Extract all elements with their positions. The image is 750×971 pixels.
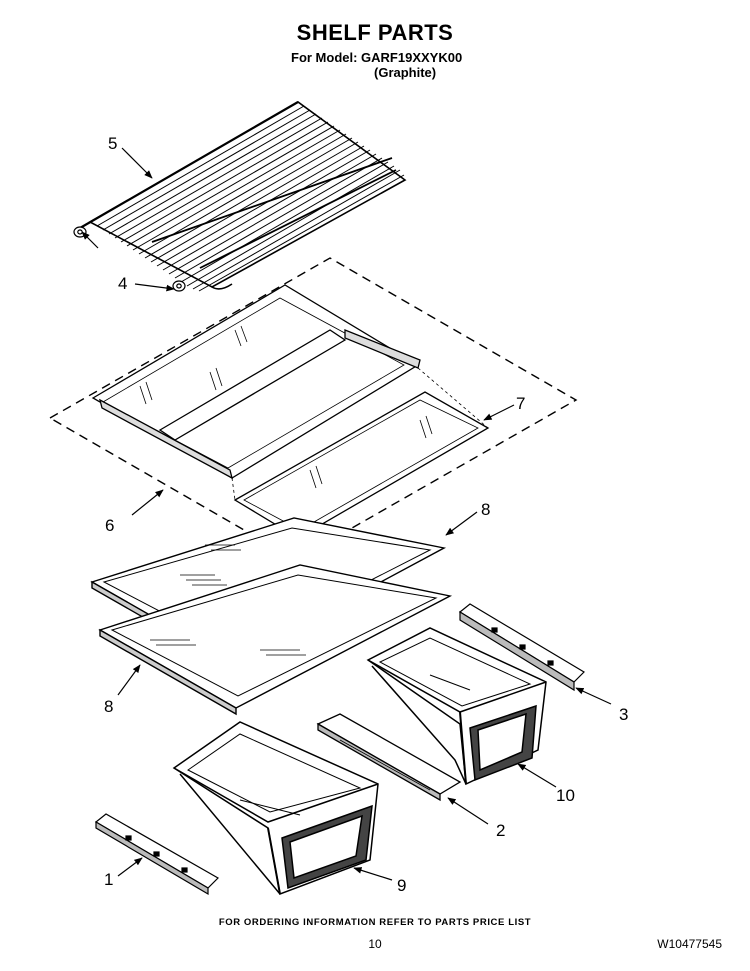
wire-shelf-part-5 xyxy=(79,101,407,292)
glass-shelf-lower-part-8 xyxy=(98,564,453,716)
callout-1: 1 xyxy=(104,870,113,889)
page-number: 10 xyxy=(368,937,382,951)
callout-8-upper: 8 xyxy=(481,500,490,519)
callout-6: 6 xyxy=(105,516,114,535)
callout-10: 10 xyxy=(556,786,575,805)
document-number: W10477545 xyxy=(657,937,722,951)
crisper-bin-right-part-10 xyxy=(366,627,547,786)
assembly-boundary xyxy=(48,257,578,561)
crisper-cover-part-2 xyxy=(316,713,462,802)
crisper-bin-left-part-9 xyxy=(172,721,379,896)
leader-arrows xyxy=(81,147,612,881)
variant-line: (Graphite) xyxy=(374,65,437,80)
callout-9: 9 xyxy=(397,876,406,895)
ordering-note: FOR ORDERING INFORMATION REFER TO PARTS … xyxy=(218,917,532,928)
callout-4: 4 xyxy=(118,274,127,293)
callout-3: 3 xyxy=(619,705,628,724)
callout-2: 2 xyxy=(496,821,505,840)
page-title: SHELF PARTS xyxy=(296,20,454,45)
callout-7: 7 xyxy=(516,394,525,413)
crisper-rail-part-1 xyxy=(94,813,219,896)
callout-5: 5 xyxy=(108,134,117,153)
crisper-rail-part-3 xyxy=(458,603,585,692)
split-glass-shelf-part-7 xyxy=(91,284,490,539)
callout-8-lower: 8 xyxy=(104,697,113,716)
model-line: For Model: GARF19XXYK00 xyxy=(291,50,463,65)
